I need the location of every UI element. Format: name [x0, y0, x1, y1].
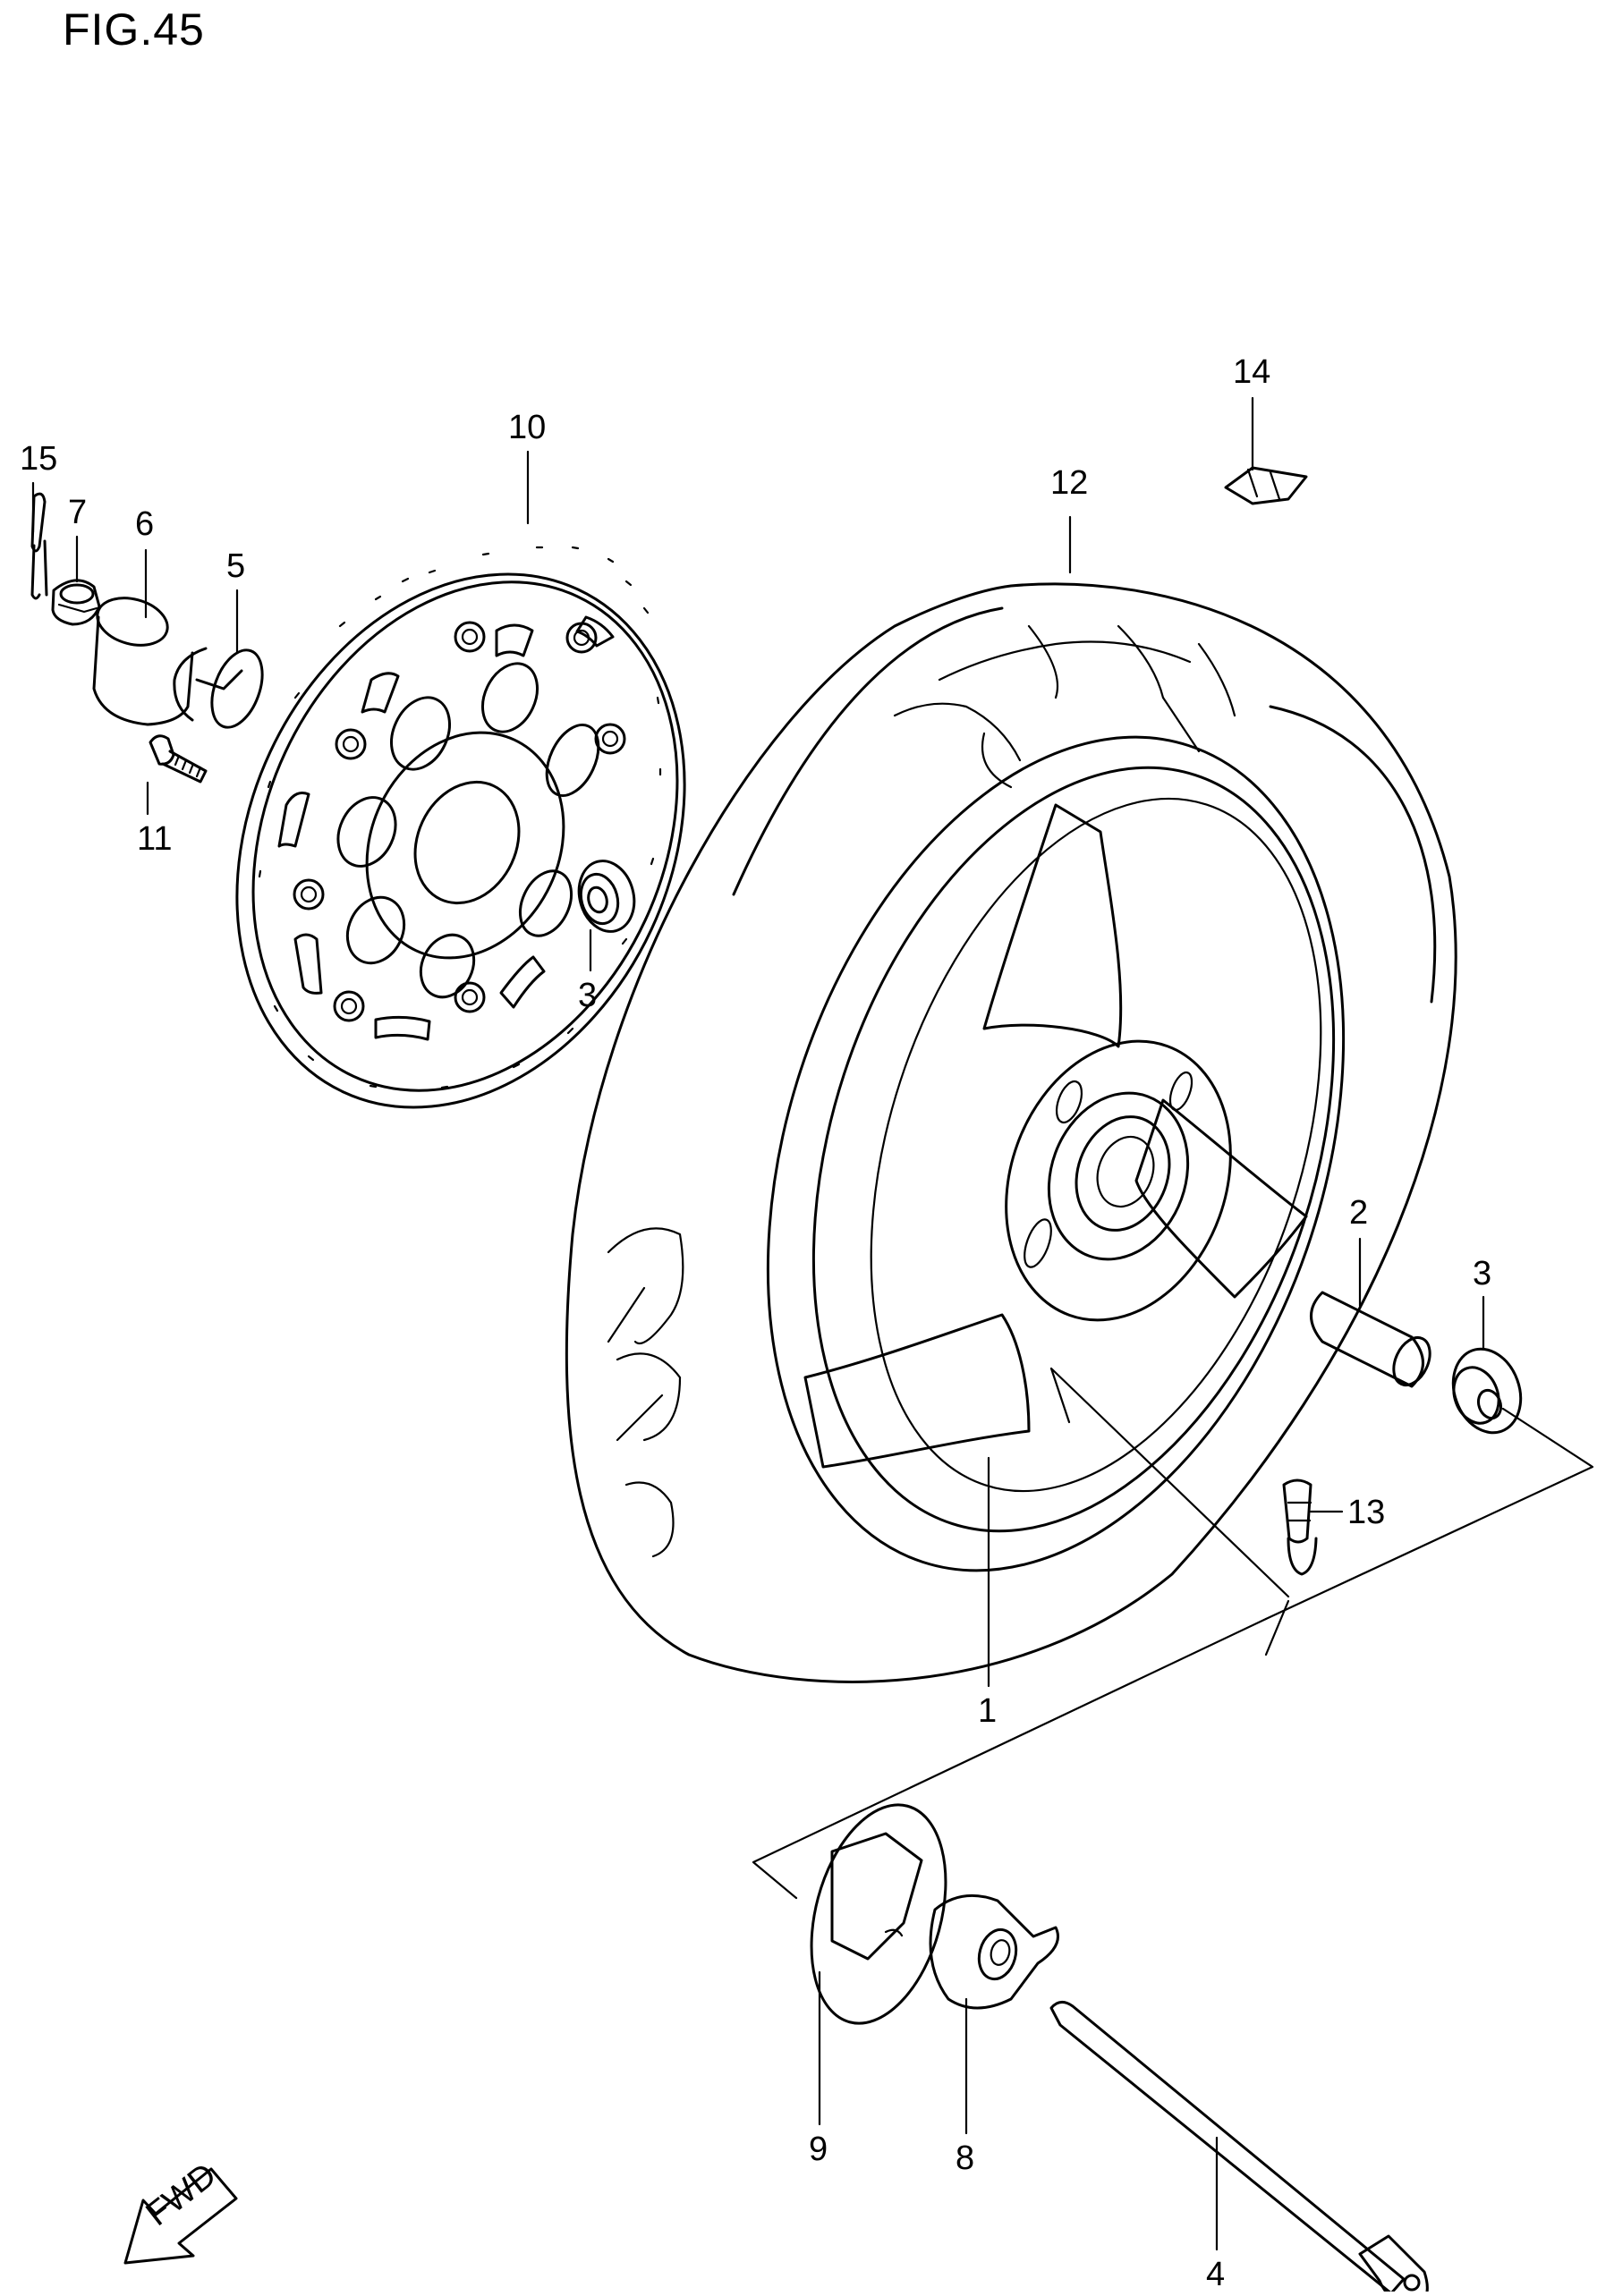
bearing-left — [577, 860, 636, 933]
rim-tape-clip — [1224, 466, 1308, 505]
dust-seal — [810, 1803, 947, 2025]
disc-bolt — [149, 734, 208, 784]
callout-12: 12 — [1050, 464, 1088, 502]
callout-4: 4 — [1206, 2256, 1225, 2292]
spacer — [92, 597, 194, 726]
callout-13: 13 — [1347, 1494, 1385, 1531]
callout-3-left: 3 — [578, 977, 597, 1014]
collar — [173, 647, 264, 729]
callout-11: 11 — [137, 820, 172, 858]
front-axle — [1049, 2001, 1429, 2296]
callout-3-right: 3 — [1473, 1255, 1491, 1292]
brake-disc — [235, 546, 686, 1109]
callout-6: 6 — [135, 505, 154, 543]
callout-10: 10 — [508, 409, 546, 446]
tire — [565, 582, 1457, 1683]
axle-spacer — [1310, 1291, 1431, 1388]
axle-nut — [51, 579, 101, 626]
callout-2: 2 — [1349, 1194, 1368, 1232]
figure-title: FIG.45 — [63, 4, 205, 55]
callout-14: 14 — [1233, 353, 1270, 391]
cotter-pin — [30, 492, 48, 600]
callout-1: 1 — [978, 1692, 997, 1730]
leader-lines — [31, 396, 1594, 2251]
callout-labels: 15 7 6 5 11 10 3 12 14 2 3 13 1 9 8 4 — [20, 353, 1491, 2293]
bearing-right — [1451, 1347, 1523, 1435]
callout-8: 8 — [956, 2139, 974, 2177]
wheel-rim — [766, 735, 1346, 1572]
callout-15: 15 — [20, 440, 57, 478]
callout-7: 7 — [68, 494, 87, 531]
tire-valve — [1282, 1478, 1318, 1576]
callout-9: 9 — [809, 2131, 828, 2168]
speedometer-gearbox — [929, 1894, 1059, 2010]
callout-5: 5 — [226, 547, 245, 585]
fwd-arrow: FWD — [123, 2156, 238, 2265]
